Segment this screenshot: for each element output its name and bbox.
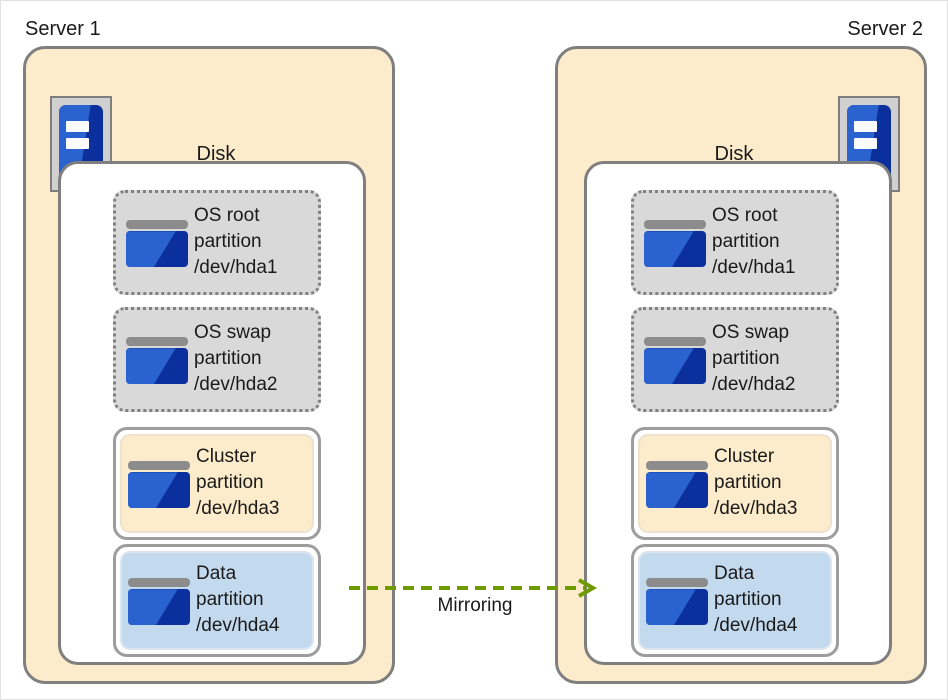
partition-icon (126, 333, 188, 385)
mirroring-label: Mirroring (437, 595, 513, 616)
disk-caption-line-1: Disk (196, 143, 236, 165)
partition-os-root[interactable]: OS root partition /dev/hda1 (631, 190, 839, 295)
partition-data[interactable]: Data partition /dev/hda4 (113, 544, 321, 657)
partition-os-root[interactable]: OS root partition /dev/hda1 (113, 190, 321, 295)
partition-icon (128, 574, 190, 626)
partition-icon-bar (644, 337, 706, 347)
server-tower-slot-bottom (854, 137, 877, 149)
partition-label-line-2: partition (196, 589, 264, 611)
server-2-box: Disk /dev/hda (555, 46, 927, 684)
partition-icon-body (126, 231, 188, 268)
partition-os-swap[interactable]: OS swap partition /dev/hda2 (113, 307, 321, 412)
partition-icon-bar (646, 461, 708, 471)
server-1-box: Disk /dev/hda (23, 46, 395, 684)
partition-label-line-1: Cluster (196, 446, 257, 467)
partition-icon-bar (126, 337, 188, 347)
partition-label-line-2: partition (714, 589, 782, 611)
disk-caption-line-1: Disk (714, 143, 754, 165)
partition-icon-body (126, 348, 188, 385)
partition-icon-bar (128, 578, 190, 588)
partition-cluster-inner: Cluster partition /dev/hda3 (638, 434, 832, 533)
partition-cluster-inner: Cluster partition /dev/hda3 (120, 434, 314, 533)
server-2-label: Server 2 (847, 18, 923, 40)
partition-label-line-3: /dev/hda2 (194, 374, 278, 396)
partition-label: OS root partition /dev/hda1 (712, 203, 795, 282)
partition-label-line-2: partition (194, 348, 262, 370)
partition-label: OS root partition /dev/hda1 (194, 203, 277, 282)
partition-icon-body (644, 348, 706, 385)
partition-data-inner: Data partition /dev/hda4 (120, 551, 314, 650)
server-1-disk-box: OS root partition /dev/hda1 OS swap part… (58, 161, 366, 665)
partition-label-line-3: /dev/hda4 (714, 615, 798, 637)
partition-label-line-2: partition (712, 231, 780, 253)
server-1-label: Server 1 (25, 18, 101, 40)
partition-icon (646, 574, 708, 626)
partition-icon (644, 216, 706, 268)
mirroring-arrow (349, 578, 598, 598)
partition-icon-body (646, 589, 708, 626)
partition-data[interactable]: Data partition /dev/hda4 (631, 544, 839, 657)
partition-label: OS swap partition /dev/hda2 (712, 320, 795, 399)
partition-icon-bar (126, 220, 188, 230)
server-tower-slot-top (66, 120, 89, 132)
partition-label: Cluster partition /dev/hda3 (714, 444, 797, 523)
partition-icon-body (128, 589, 190, 626)
partition-label-line-2: partition (714, 472, 782, 494)
partition-icon (646, 457, 708, 509)
partition-data-inner: Data partition /dev/hda4 (638, 551, 832, 650)
partition-icon-bar (644, 220, 706, 230)
mirroring-arrow-head (578, 578, 598, 598)
partition-label-line-2: partition (196, 472, 264, 494)
partition-label-line-3: /dev/hda1 (712, 257, 796, 279)
partition-icon-body (128, 472, 190, 509)
partition-os-swap[interactable]: OS swap partition /dev/hda2 (631, 307, 839, 412)
partition-label-line-1: Cluster (714, 446, 775, 467)
partition-label-line-1: OS swap (712, 322, 790, 343)
partition-label-line-2: partition (712, 348, 780, 370)
partition-label-line-3: /dev/hda4 (196, 615, 280, 637)
partition-cluster[interactable]: Cluster partition /dev/hda3 (113, 427, 321, 540)
partition-icon-bar (128, 461, 190, 471)
partition-label-line-3: /dev/hda1 (194, 257, 278, 279)
partition-label-line-1: Data (196, 563, 237, 584)
partition-icon (126, 216, 188, 268)
partition-label-line-3: /dev/hda3 (714, 498, 798, 520)
partition-label-line-1: OS root (194, 205, 260, 226)
partition-label-line-1: Data (714, 563, 755, 584)
server-tower-slot-top (854, 120, 877, 132)
partition-cluster[interactable]: Cluster partition /dev/hda3 (631, 427, 839, 540)
partition-icon (644, 333, 706, 385)
partition-label-line-2: partition (194, 231, 262, 253)
partition-icon-body (646, 472, 708, 509)
partition-label-line-3: /dev/hda3 (196, 498, 280, 520)
partition-label: Cluster partition /dev/hda3 (196, 444, 279, 523)
server-2-disk-box: OS root partition /dev/hda1 OS swap part… (584, 161, 892, 665)
partition-label: Data partition /dev/hda4 (196, 561, 279, 640)
partition-label-line-3: /dev/hda2 (712, 374, 796, 396)
server-tower-slot-bottom (66, 137, 89, 149)
partition-label: Data partition /dev/hda4 (714, 561, 797, 640)
partition-icon-bar (646, 578, 708, 588)
partition-label-line-1: OS swap (194, 322, 272, 343)
partition-label-line-1: OS root (712, 205, 778, 226)
partition-label: OS swap partition /dev/hda2 (194, 320, 277, 399)
partition-icon (128, 457, 190, 509)
partition-icon-body (644, 231, 706, 268)
